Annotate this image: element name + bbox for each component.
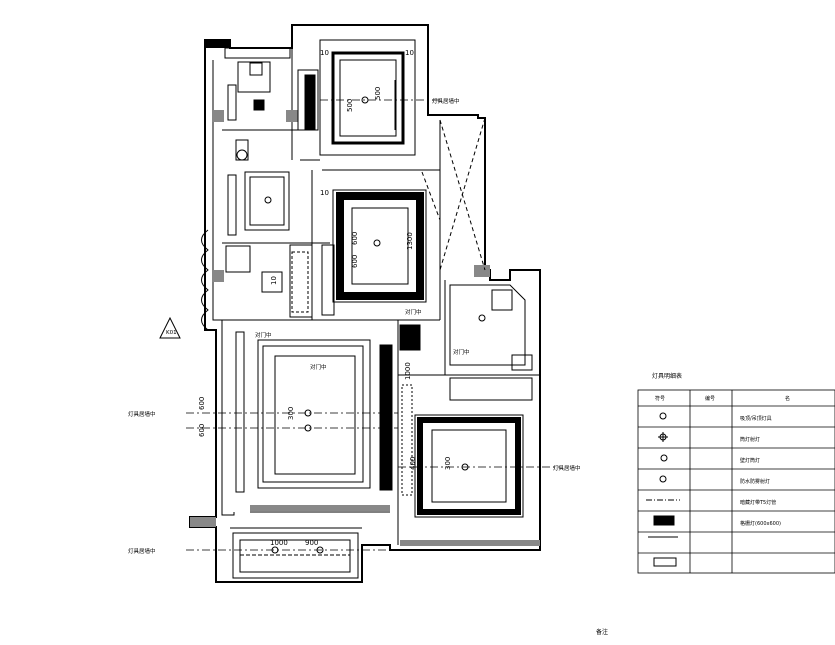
dim-text: 10 [405, 49, 414, 57]
dim-text: 1000 [270, 539, 288, 547]
dim-text: 10 [270, 276, 278, 285]
dim-text: 300 [287, 407, 295, 420]
legend-row: 吸顶/吊顶灯具 [740, 415, 772, 422]
legend-header: 名 [785, 395, 790, 402]
section-marker-icon [159, 316, 181, 339]
dim-text: 600 [351, 232, 359, 245]
note-text: 灯具居墙中 [128, 547, 156, 555]
legend-row: 暗藏灯带T5灯管 [740, 499, 776, 506]
legend-row: 格栅灯(600x600) [740, 520, 781, 527]
note-text: 对门中 [310, 363, 327, 371]
legend-title: 灯具明细表 [652, 372, 682, 380]
note-text: 对门中 [453, 348, 470, 356]
legend-header: 编号 [705, 395, 715, 402]
dim-text: 600 [198, 424, 206, 437]
dim-text: 600 [198, 397, 206, 410]
legend-header: 符号 [655, 395, 665, 402]
note-text: 对门中 [405, 308, 422, 316]
legend-row: 壁灯筒灯 [740, 457, 760, 464]
legend-row: 筒灯射灯 [740, 436, 760, 443]
dim-text: 10 [320, 189, 329, 197]
note-text: 灯具居墙中 [553, 464, 581, 472]
legend-row: 防水防雾射灯 [740, 478, 770, 485]
dim-text: 900 [305, 539, 318, 547]
dim-text: 500 [374, 87, 382, 100]
dim-text: 600 [351, 255, 359, 268]
note-text: 对门中 [255, 331, 272, 339]
dim-text: 1000 [404, 362, 412, 380]
dim-text: 400 [409, 457, 417, 470]
dim-text: 1300 [406, 232, 414, 250]
dim-text: 10 [320, 49, 329, 57]
footer-note: 备注 [596, 628, 608, 636]
note-text: 灯具居墙中 [432, 97, 460, 105]
dim-text: 500 [346, 99, 354, 112]
note-text: K01 [166, 330, 177, 336]
note-text: 灯具居墙中 [128, 410, 156, 418]
legend-table: 灯具明细表 符号 编号 名 吸顶/吊顶灯具 筒灯射灯 壁灯筒灯 防水防雾射灯 暗… [637, 372, 835, 574]
dim-text: 300 [444, 457, 452, 470]
